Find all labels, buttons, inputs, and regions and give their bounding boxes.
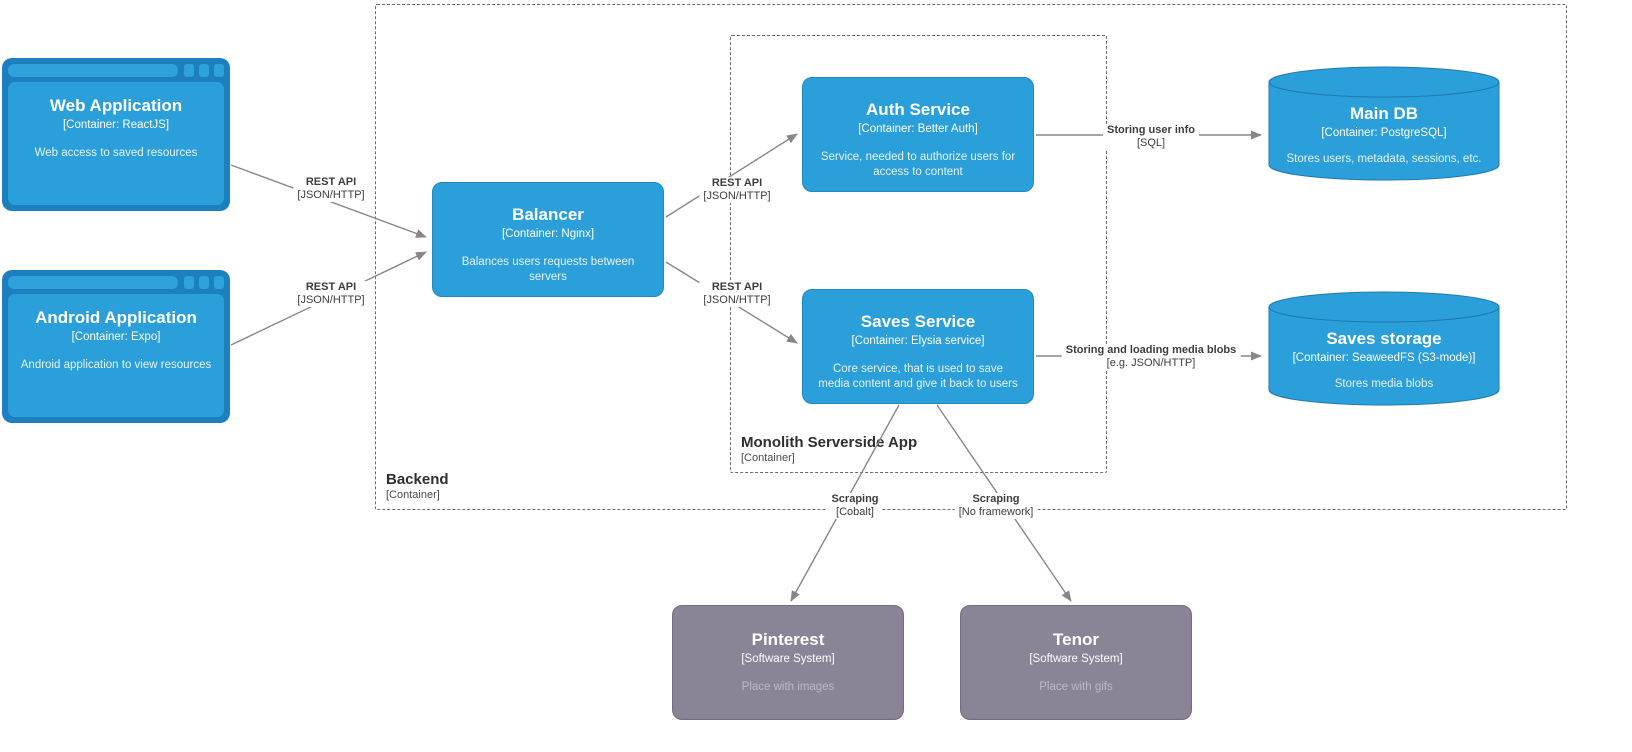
edge-label-saves-to-storage: Storing and loading media blobs [e.g. JS… [1061,344,1241,370]
node-title: Auth Service [866,100,970,119]
node-title: Pinterest [751,630,825,649]
edge-label-text: Storing and loading media blobs [1065,344,1237,357]
node-description: Place with images [741,680,835,693]
edge-label-saves-to-pinterest: Scraping [Cobalt] [827,493,883,519]
node-subtitle: [Software System] [1029,652,1123,665]
node-subtitle: [Container: Expo] [71,330,161,343]
browser-button-icon [184,276,194,289]
node-text: Android Application [Container: Expo] An… [2,308,230,373]
boundary-monolith-subtitle: [Container] [741,452,795,464]
node-tenor[interactable]: Tenor [Software System] Place with gifs [960,605,1192,720]
edge-label-web-to-balancer: REST API [JSON/HTTP] [293,176,369,202]
node-description: Service, needed to authorize users for a… [820,150,1016,179]
node-subtitle: [Container: SeaweedFS (S3-mode)] [1292,351,1476,364]
edge-tech-text: [e.g. JSON/HTTP] [1106,357,1196,369]
node-title: Tenor [1053,630,1099,649]
edge-label-text: Scraping [831,493,879,506]
browser-button-icon [184,64,194,77]
node-description: Core service, that is used to save media… [818,362,1018,391]
node-auth-service[interactable]: Auth Service [Container: Better Auth] Se… [802,77,1034,192]
node-saves-service[interactable]: Saves Service [Container: Elysia service… [802,289,1034,404]
node-subtitle: [Software System] [741,652,835,665]
edge-label-balancer-to-auth: REST API [JSON/HTTP] [699,177,775,203]
browser-button-icon [199,276,209,289]
node-title: Web Application [49,96,183,115]
cylinder-icon [1268,66,1500,181]
edge-label-text: Storing user info [1107,124,1195,137]
node-description: Android application to view resources [20,358,212,371]
edge-tech-text: [JSON/HTTP] [297,294,365,306]
node-web-application[interactable]: Web Application [Container: ReactJS] Web… [2,58,230,211]
address-bar-icon [8,64,178,77]
node-text: Main DB [Container: PostgreSQL] Stores u… [1268,104,1500,167]
edge-label-text: Scraping [972,493,1020,506]
browser-pane [8,82,224,205]
edge-tech-text: [No framework] [958,506,1034,518]
node-text: Web Application [Container: ReactJS] Web… [2,96,230,161]
boundary-monolith-title: Monolith Serverside App [741,434,918,451]
edge-balancer-to-auth [665,133,798,218]
edge-tech-text: [JSON/HTTP] [703,190,771,202]
node-title: Saves Service [860,312,976,331]
node-android-application[interactable]: Android Application [Container: Expo] An… [2,270,230,423]
edge-label-saves-to-tenor: Scraping [No framework] [954,493,1038,519]
edge-tech-text: [SQL] [1136,137,1166,149]
node-description: Place with gifs [1039,680,1113,693]
node-balancer[interactable]: Balancer [Container: Nginx] Balances use… [432,182,664,297]
edge-label-text: REST API [711,281,763,294]
browser-button-icon [214,276,224,289]
node-subtitle: [Container: ReactJS] [62,118,170,131]
browser-toolbar [8,276,224,289]
node-main-db[interactable]: Main DB [Container: PostgreSQL] Stores u… [1268,66,1500,181]
node-description: Stores media blobs [1334,377,1434,390]
node-saves-storage[interactable]: Saves storage [Container: SeaweedFS (S3-… [1268,291,1500,406]
edge-label-text: REST API [711,177,763,190]
edge-label-auth-to-maindb: Storing user info [SQL] [1103,124,1199,150]
node-pinterest[interactable]: Pinterest [Software System] Place with i… [672,605,904,720]
edge-label-text: REST API [305,176,357,189]
edge-label-android-to-balancer: REST API [JSON/HTTP] [293,281,369,307]
boundary-monolith-label: Monolith Serverside App [Container] [741,434,917,464]
node-description: Web access to saved resources [34,146,198,159]
node-text: Saves storage [Container: SeaweedFS (S3-… [1268,329,1500,392]
node-subtitle: [Container: Nginx] [501,227,595,240]
node-subtitle: [Container: Elysia service] [851,334,985,347]
address-bar-icon [8,276,178,289]
boundary-backend-label: Backend [Container] [386,471,449,501]
boundary-monolith: Monolith Serverside App [Container] [730,35,1107,473]
browser-button-icon [199,64,209,77]
edge-tech-text: [Cobalt] [836,506,874,518]
edge-label-balancer-to-saves: REST API [JSON/HTTP] [699,281,775,307]
browser-toolbar [8,64,224,77]
node-title: Balancer [512,205,584,224]
browser-button-icon [214,64,224,77]
boundary-backend-title: Backend [386,471,449,488]
edge-tech-text: [JSON/HTTP] [297,189,365,201]
node-subtitle: [Container: Better Auth] [858,122,978,135]
node-subtitle: [Container: PostgreSQL] [1321,126,1447,139]
node-description: Stores users, metadata, sessions, etc. [1286,152,1482,165]
edge-tech-text: [JSON/HTTP] [703,294,771,306]
node-title: Saves storage [1326,329,1442,348]
node-title: Main DB [1350,104,1418,123]
boundary-backend-subtitle: [Container] [386,489,440,501]
edge-label-text: REST API [305,281,357,294]
node-description: Balances users requests between servers [461,255,635,284]
cylinder-icon [1268,291,1500,406]
browser-pane [8,294,224,417]
node-title: Android Application [35,308,197,327]
